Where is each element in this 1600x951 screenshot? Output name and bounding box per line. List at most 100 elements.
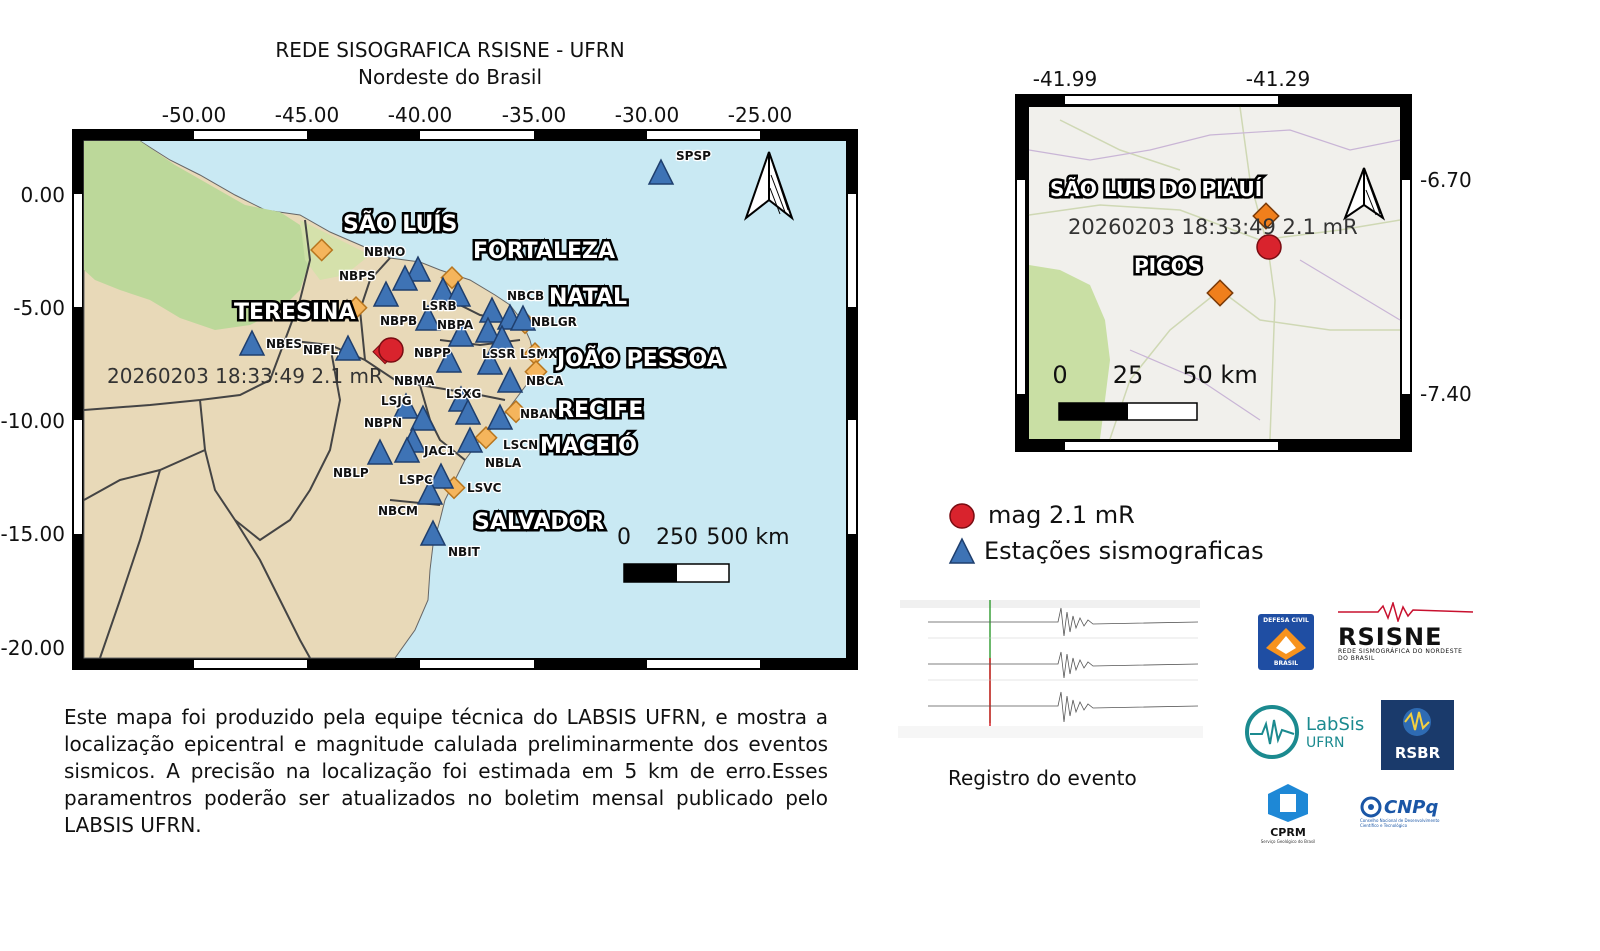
- station-SPSP: [647, 158, 675, 185]
- inset-epicenter-marker[interactable]: [1256, 234, 1282, 260]
- lon-tick: -45.00: [275, 103, 339, 127]
- svg-text:0: 0: [1052, 361, 1067, 389]
- svg-text:SÃO LUÍS: SÃO LUÍS: [343, 211, 457, 237]
- svg-text:NBMO: NBMO: [364, 245, 405, 259]
- rsbr-globe-icon: [1403, 708, 1431, 736]
- svg-text:SPSP: SPSP: [676, 149, 711, 163]
- inset-map[interactable]: -41.99 -41.29 -6.70 -7.40 20260203 18:33…: [1000, 60, 1500, 460]
- svg-text:TERESINA: TERESINA: [234, 300, 355, 325]
- svg-text:LSMX: LSMX: [520, 347, 558, 361]
- station-triangle-icon: [948, 537, 976, 564]
- lat-tick: -5.00: [13, 296, 65, 320]
- svg-text:NBPA: NBPA: [437, 318, 474, 332]
- forest-region: [84, 141, 310, 330]
- lon-tick: -30.00: [615, 103, 679, 127]
- svg-text:LSJG: LSJG: [381, 394, 412, 408]
- lat-tick-labels: 0.00 -5.00 -10.00 -15.00 -20.00: [1, 183, 65, 660]
- inset-borders: [1028, 129, 1401, 421]
- legend: mag 2.1 mR Estações sismograficas: [948, 498, 1264, 570]
- defesa-civil-logo[interactable]: DEFESA CIVIL BRASIL: [1258, 614, 1314, 670]
- svg-text:-7.40: -7.40: [1420, 382, 1472, 406]
- svg-text:SALVADOR: SALVADOR: [474, 510, 604, 535]
- svg-text:JOÃO PESSOA: JOÃO PESSOA: [555, 346, 724, 372]
- lon-tick-labels: -50.00 -45.00 -40.00 -35.00 -30.00 -25.0…: [162, 103, 792, 127]
- svg-text:FORTALEZA: FORTALEZA: [473, 239, 615, 264]
- cprm-logo[interactable]: CPRM Serviço Geológico do Brasil: [1256, 782, 1320, 844]
- seismogram-image[interactable]: [898, 598, 1203, 740]
- svg-text:NATAL: NATAL: [549, 285, 627, 310]
- rsbr-logo[interactable]: RSBR: [1381, 700, 1454, 770]
- lat-tick: -20.00: [1, 636, 65, 660]
- epicenter-circle-icon: [949, 503, 975, 529]
- legend-stations: Estações sismograficas: [948, 532, 1264, 570]
- cnpq-emblem-icon: [1360, 796, 1382, 818]
- inset-city-marker: [1206, 279, 1234, 307]
- lat-tick: -15.00: [1, 522, 65, 546]
- inset-city-label: PICOS: [1134, 254, 1202, 278]
- rsisne-waveform-icon: [1338, 600, 1474, 624]
- svg-text:NBMA: NBMA: [394, 374, 435, 388]
- svg-text:NBAN: NBAN: [520, 407, 559, 421]
- svg-text:NBPN: NBPN: [364, 416, 402, 430]
- seismogram-caption: Registro do evento: [948, 766, 1137, 790]
- frame-ticks: [74, 131, 856, 668]
- legend-stations-label: Estações sismograficas: [984, 537, 1264, 565]
- cnpq-logo[interactable]: CNPq Conselho Nacional de Desenvolviment…: [1360, 796, 1440, 828]
- svg-text:500 km: 500 km: [706, 525, 789, 550]
- svg-text:LSRB: LSRB: [422, 299, 457, 313]
- svg-text:LSCN: LSCN: [503, 438, 538, 452]
- svg-text:JAC1: JAC1: [423, 444, 455, 458]
- coastal-vegetation: [300, 220, 370, 280]
- legend-magnitude: mag 2.1 mR: [948, 498, 1264, 532]
- rsisne-logo[interactable]: RSISNE REDE SISMOGRÁFICA DO NORDESTE DO …: [1338, 600, 1474, 664]
- svg-text:NBIT: NBIT: [448, 545, 481, 559]
- scale-bar: 0 250 500 km: [617, 525, 790, 583]
- svg-text:-41.99: -41.99: [1033, 67, 1097, 91]
- svg-text:NBCM: NBCM: [378, 504, 418, 518]
- inset-lon-ticks: -41.99 -41.29: [1033, 67, 1310, 91]
- svg-text:NBLGR: NBLGR: [531, 315, 577, 329]
- lon-tick: -50.00: [162, 103, 226, 127]
- svg-text:25: 25: [1113, 361, 1144, 389]
- inset-frame-ticks: [1017, 96, 1410, 450]
- svg-text:NBPP: NBPP: [414, 346, 451, 360]
- map-subtitle: Nordeste do Brasil: [357, 65, 542, 89]
- labsis-seismo-icon: [1245, 705, 1299, 759]
- svg-text:NBPB: NBPB: [380, 314, 417, 328]
- city-labels: SÃO LUÍS FORTALEZA NATAL TERESINA JOÃO P…: [232, 209, 727, 538]
- map-description: Este mapa foi produzido pela equipe técn…: [64, 705, 828, 837]
- svg-text:NBCA: NBCA: [526, 374, 564, 388]
- inset-city-marker: [1252, 202, 1280, 230]
- svg-text:NBLP: NBLP: [333, 466, 369, 480]
- lon-tick: -40.00: [388, 103, 452, 127]
- svg-text:MACEIÓ: MACEIÓ: [540, 433, 637, 459]
- svg-text:NBLA: NBLA: [485, 456, 522, 470]
- svg-text:NBFL: NBFL: [303, 343, 338, 357]
- inset-event-label: 20260203 18:33:49 2.1 mR: [1068, 215, 1358, 239]
- svg-text:-41.29: -41.29: [1246, 67, 1310, 91]
- inset-vegetation: [1029, 265, 1110, 439]
- svg-text:LSVC: LSVC: [467, 481, 502, 495]
- svg-text:NBCB: NBCB: [507, 289, 544, 303]
- defesa-civil-emblem-icon: [1266, 628, 1306, 660]
- labsis-logo[interactable]: LabSis UFRN: [1244, 704, 1366, 760]
- svg-text:LSXG: LSXG: [446, 387, 481, 401]
- lon-tick: -35.00: [502, 103, 566, 127]
- station-labels: SPSP NBMO NBPS LSRB NBCB NBPB NBPA NBLGR…: [265, 148, 713, 561]
- map-title: REDE SISOGRAFICA RSISNE - UFRN: [275, 38, 625, 62]
- svg-text:NBPS: NBPS: [339, 269, 376, 283]
- inset-scale-bar: 0 25 50 km: [1052, 361, 1258, 421]
- lon-tick: -25.00: [728, 103, 792, 127]
- north-arrow-icon: [743, 151, 795, 221]
- svg-text:50 km: 50 km: [1182, 361, 1257, 389]
- main-map[interactable]: -50.00 -45.00 -40.00 -35.00 -30.00 -25.0…: [0, 95, 880, 685]
- epicenter-marker[interactable]: [372, 337, 404, 365]
- svg-text:-6.70: -6.70: [1420, 168, 1472, 192]
- svg-text:RECIFE: RECIFE: [557, 398, 643, 423]
- cprm-emblem-icon: [1268, 784, 1308, 822]
- legend-magnitude-label: mag 2.1 mR: [988, 501, 1135, 529]
- lat-tick: -10.00: [1, 409, 65, 433]
- station-markers: [238, 158, 675, 546]
- svg-text:250: 250: [656, 525, 698, 550]
- svg-text:LSPC: LSPC: [399, 473, 433, 487]
